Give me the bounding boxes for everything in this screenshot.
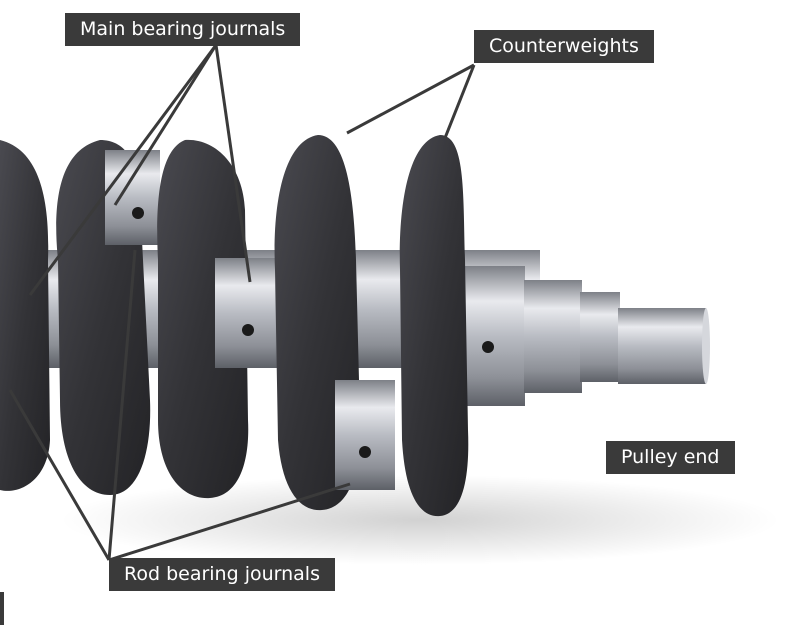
rod-journal — [335, 380, 395, 490]
counterweights-label: Counterweights — [474, 30, 654, 63]
rod-journal — [105, 150, 160, 245]
oil-hole — [132, 207, 144, 219]
rod-bearing-journals-label: Rod bearing journals — [109, 558, 335, 591]
counterweight — [399, 135, 469, 517]
leader-lines-rod-bearing — [8, 249, 351, 562]
leader-lines-counterweights — [346, 63, 476, 139]
oil-hole — [242, 324, 254, 336]
main-bearing-journals-label: Main bearing journals — [65, 13, 301, 46]
crank-web — [157, 139, 249, 499]
oil-hole — [482, 341, 494, 353]
crank-web — [0, 140, 50, 491]
pulley-end-label: Pulley end — [606, 441, 735, 474]
floor-shadow — [60, 475, 780, 565]
leader-lines-main-bearing — [28, 44, 252, 296]
pulley-end-shaft — [450, 266, 710, 406]
cropped-label — [0, 592, 4, 625]
main-journal — [215, 258, 275, 368]
oil-hole — [359, 446, 371, 458]
